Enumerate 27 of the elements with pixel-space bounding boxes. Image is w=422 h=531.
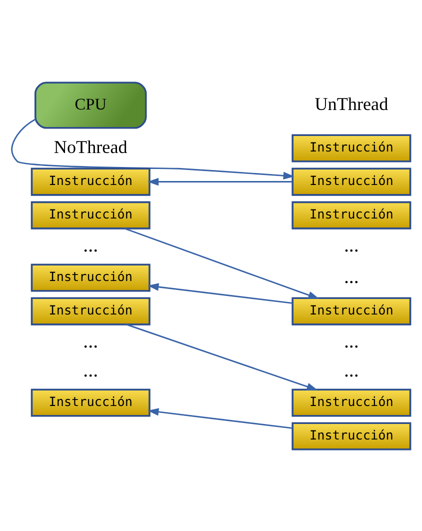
- arrow: [148, 282, 293, 304]
- label: ...: [344, 265, 359, 288]
- arrow: [11, 118, 294, 180]
- node-box: Instrucción: [30, 296, 150, 325]
- node-box: Instrucción: [292, 134, 412, 162]
- arrow: [124, 227, 320, 298]
- label: NoThread: [54, 136, 128, 156]
- arrow: [148, 177, 292, 186]
- label: ...: [344, 359, 359, 382]
- node-box: Instrucción: [30, 263, 150, 292]
- node-box: CPU: [34, 81, 147, 128]
- node-box: Instrucción: [292, 200, 412, 229]
- label: ...: [344, 330, 359, 352]
- node-box: Instrucción: [292, 296, 412, 325]
- label: ...: [83, 330, 98, 352]
- arrow: [148, 408, 293, 428]
- arrow: [126, 323, 318, 390]
- label: ...: [83, 359, 98, 382]
- node-box: Instrucción: [30, 388, 150, 416]
- node-box: Instrucción: [292, 167, 412, 196]
- node-box: Instrucción: [292, 388, 412, 416]
- node-box: Instrucción: [30, 200, 150, 229]
- label: ...: [83, 234, 98, 256]
- node-box: Instrucción: [30, 167, 150, 196]
- label: ...: [344, 234, 359, 256]
- label: UnThread: [314, 93, 388, 114]
- node-box: Instrucción: [292, 422, 412, 450]
